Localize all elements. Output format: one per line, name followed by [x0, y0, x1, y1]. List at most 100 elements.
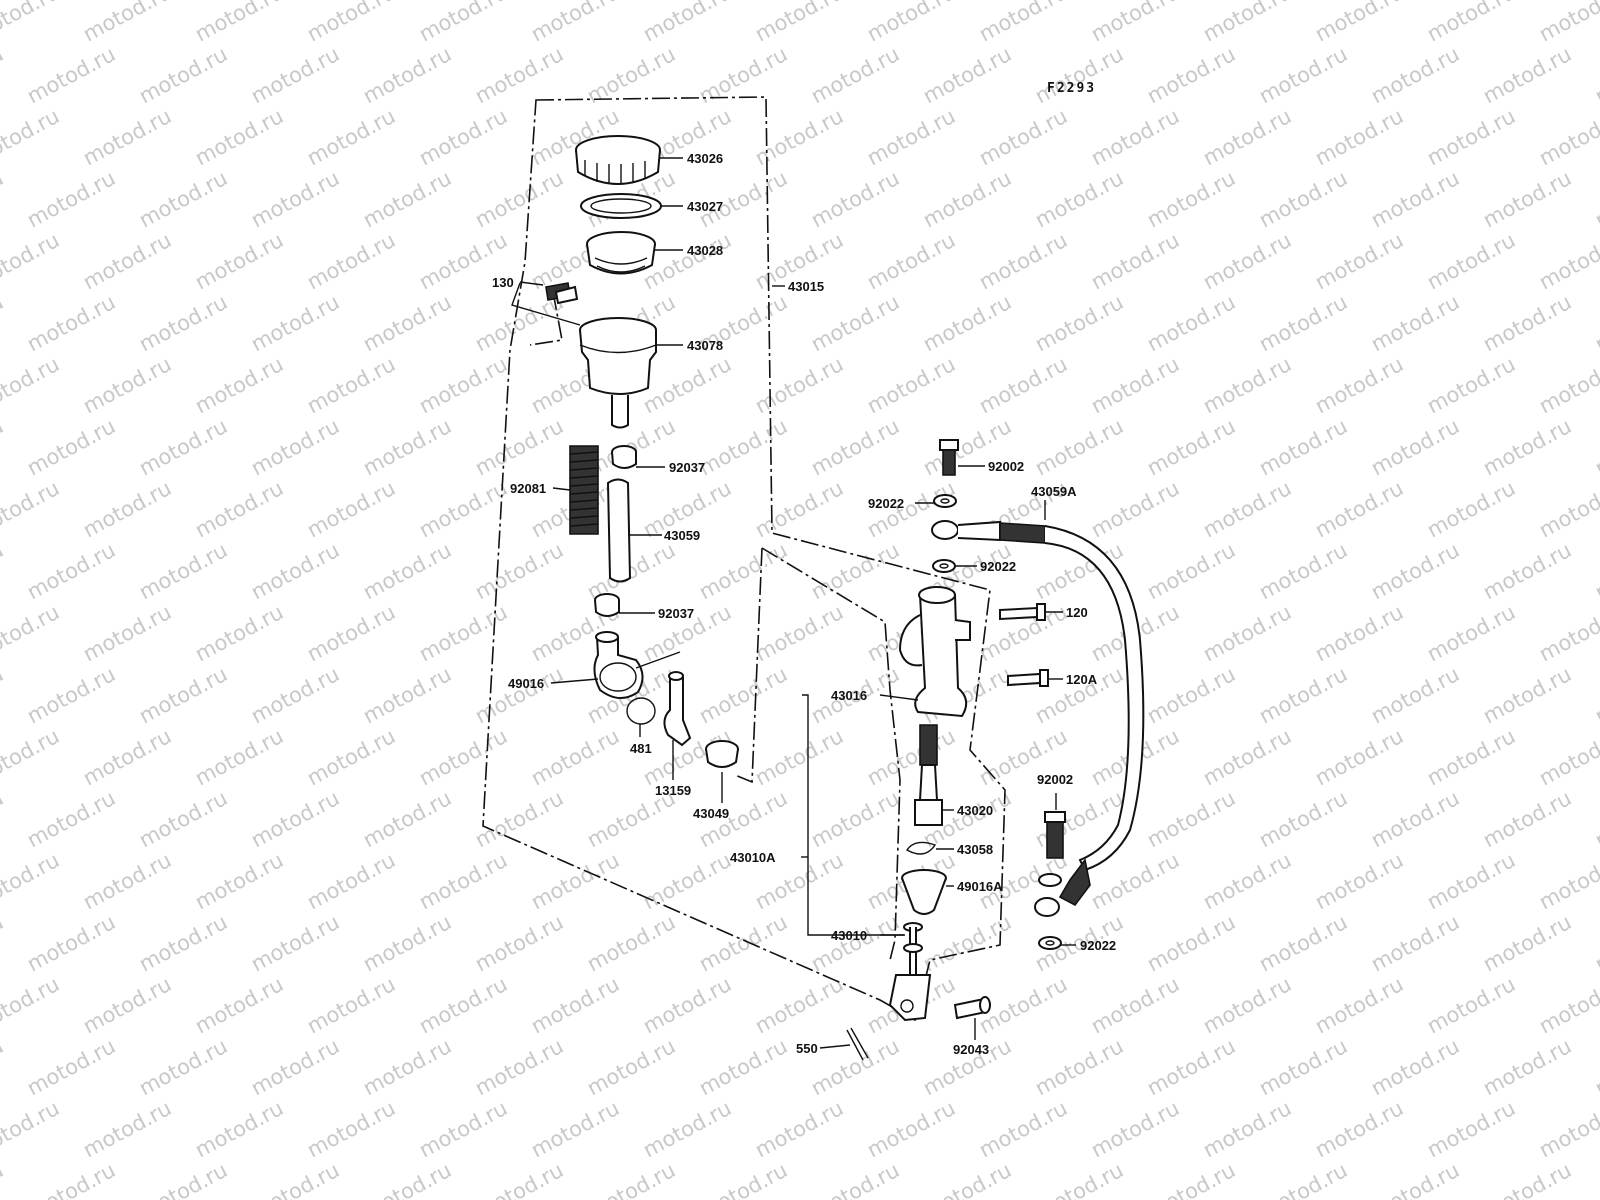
watermark-text: motod.ru: [79, 352, 175, 418]
label-92002-lower: 92002: [1037, 772, 1073, 787]
watermark-text: motod.ru: [0, 848, 63, 914]
watermark-text: motod.ru: [1423, 476, 1519, 542]
grommet-43049: [705, 740, 739, 768]
label-43010A: 43010A: [730, 850, 776, 865]
watermark-text: motod.ru: [1255, 786, 1351, 852]
watermark-text: motod.ru: [1031, 166, 1127, 232]
label-92022-lower: 92022: [1080, 938, 1116, 953]
watermark-text: motod.ru: [303, 600, 399, 666]
banjo-bolt-upper: [939, 439, 959, 476]
watermark-text: motod.ru: [1367, 662, 1463, 728]
reservoir-assembly-boundary: [482, 96, 1006, 1022]
connector-13159: [663, 671, 692, 747]
label-481: 481: [630, 741, 652, 756]
assembly-boundaries: [482, 96, 1006, 1022]
watermark-text: motod.ru: [359, 42, 455, 108]
watermark-text: motod.ru: [751, 1096, 847, 1162]
watermark-text: motod.ru: [751, 0, 847, 46]
watermark-text: motod.ru: [23, 290, 119, 356]
watermark-text: motod.ru: [1535, 600, 1600, 666]
piston-43020: [914, 724, 943, 826]
watermark-text: motod.ru: [1143, 662, 1239, 728]
watermark-text: motod.ru: [1143, 414, 1239, 480]
watermark-text: motod.ru: [1311, 0, 1407, 46]
watermark-text: motod.ru: [1199, 476, 1295, 542]
label-550: 550: [796, 1041, 818, 1056]
watermark-text: motod.ru: [807, 1158, 903, 1200]
watermark-text: motod.ru: [359, 1158, 455, 1200]
watermark-text: motod.ru: [1367, 538, 1463, 604]
master-cylinder-boundary: [761, 547, 901, 961]
label-130: 130: [492, 275, 514, 290]
watermark-text: motod.ru: [247, 166, 343, 232]
leader-lines: [511, 157, 1076, 1049]
watermark-text: motod.ru: [303, 476, 399, 542]
label-43026: 43026: [687, 151, 723, 166]
watermark-text: motod.ru: [1143, 910, 1239, 976]
label-92022-middle: 92022: [980, 559, 1016, 574]
watermark-text: motod.ru: [0, 662, 7, 728]
watermark-text: motod.ru: [1367, 166, 1463, 232]
watermark-text: motod.ru: [471, 414, 567, 480]
watermark-text: motod.ru: [1255, 1158, 1351, 1200]
watermark-text: motod.ru: [471, 910, 567, 976]
watermark-text: motod.ru: [583, 910, 679, 976]
watermark-text: motod.ru: [135, 414, 231, 480]
watermark-text: motod.ru: [23, 1158, 119, 1200]
watermark-text: motod.ru: [303, 228, 399, 294]
label-43059: 43059: [664, 528, 700, 543]
watermark-text: motod.ru: [1591, 414, 1600, 480]
watermark-text: motod.ru: [415, 0, 511, 46]
watermark-text: motod.ru: [79, 600, 175, 666]
watermark-text: motod.ru: [247, 1034, 343, 1100]
watermark-text: motod.ru: [359, 414, 455, 480]
watermark-text: motod.ru: [1423, 724, 1519, 790]
reservoir-cap: [575, 135, 661, 185]
brake-hose: [931, 520, 1145, 917]
watermark-text: motod.ru: [1143, 42, 1239, 108]
watermark-text: motod.ru: [23, 786, 119, 852]
watermark-text: motod.ru: [863, 724, 959, 790]
watermark-text: motod.ru: [471, 166, 567, 232]
watermark-text: motod.ru: [1311, 352, 1407, 418]
reservoir-hose: [606, 478, 632, 583]
watermark-text: motod.ru: [23, 538, 119, 604]
watermark-text: motod.ru: [0, 104, 63, 170]
watermark-text: motod.ru: [415, 600, 511, 666]
watermark-text: motod.ru: [1479, 290, 1575, 356]
clevis: [888, 974, 932, 1022]
label-92081: 92081: [510, 481, 546, 496]
watermark-text: motod.ru: [1255, 538, 1351, 604]
watermark-text: motod.ru: [527, 1096, 623, 1162]
watermark-text: motod.ru: [1087, 228, 1183, 294]
watermark-text: motod.ru: [1479, 538, 1575, 604]
watermark-text: motod.ru: [1087, 476, 1183, 542]
watermark-text: motod.ru: [1311, 228, 1407, 294]
label-43027: 43027: [687, 199, 723, 214]
watermark-text: motod.ru: [191, 848, 287, 914]
hose-clamp-lower: [594, 593, 620, 617]
watermark-text: motod.ru: [0, 910, 7, 976]
watermark-text: motod.ru: [1423, 972, 1519, 1038]
watermark-text: motod.ru: [919, 1158, 1015, 1200]
watermark-text: motod.ru: [1199, 352, 1295, 418]
watermark-text: motod.ru: [79, 848, 175, 914]
bolt-130: [545, 282, 579, 305]
watermark-text: motod.ru: [1311, 600, 1407, 666]
watermark-text: motod.ru: [1311, 972, 1407, 1038]
watermark-text: motod.ru: [415, 724, 511, 790]
watermark-text: motod.ru: [1367, 1034, 1463, 1100]
watermark-text: motod.ru: [0, 290, 7, 356]
watermark-text: motod.ru: [1535, 228, 1600, 294]
watermark-text: motod.ru: [1591, 538, 1600, 604]
watermark-text: motod.ru: [79, 228, 175, 294]
watermark-text: motod.ru: [1479, 42, 1575, 108]
watermark-text: motod.ru: [0, 414, 7, 480]
watermark-text: motod.ru: [583, 538, 679, 604]
watermark-text: motod.ru: [1255, 662, 1351, 728]
watermark-text: motod.ru: [695, 910, 791, 976]
clevis-pin-92043: [953, 996, 991, 1020]
watermark-text: motod.ru: [1199, 848, 1295, 914]
